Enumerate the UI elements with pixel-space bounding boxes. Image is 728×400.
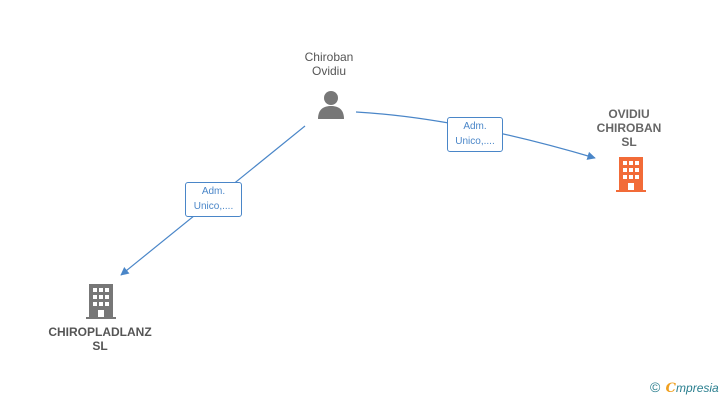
other-company-name-line2: SL (92, 339, 108, 353)
copyright-symbol: © (650, 379, 661, 395)
person-name-line1: Chiroban (304, 50, 354, 64)
person-name[interactable]: Chiroban Ovidiu (279, 50, 379, 78)
edge-label-other-line1: Adm. (201, 186, 226, 197)
building-icon-other[interactable] (85, 283, 117, 319)
logo-text: mpresia (676, 381, 719, 395)
logo-initial: C (665, 381, 677, 396)
main-company-name-line1: OVIDIU (608, 107, 650, 121)
edge-label-main-line2: Unico,.... (455, 136, 495, 147)
edge-label-other-company[interactable]: Adm. Unico,.... (185, 182, 242, 217)
main-company-name[interactable]: OVIDIU CHIROBAN SL (579, 107, 679, 149)
building-icon-main[interactable] (615, 156, 647, 192)
main-company-name-line2: CHIROBAN (596, 121, 662, 135)
person-icon[interactable] (316, 90, 346, 120)
empresia-logo: © Cmpresia (650, 380, 719, 396)
other-company-name[interactable]: CHIROPLADLANZ SL (40, 325, 160, 353)
main-company-name-line3: SL (621, 135, 637, 149)
edge-label-main-line1: Adm. (463, 121, 487, 132)
edge-label-other-line2: Unico,.... (193, 201, 234, 212)
other-company-name-line1: CHIROPLADLANZ (48, 325, 152, 339)
edge-label-main-company[interactable]: Adm. Unico,.... (447, 117, 503, 152)
person-name-line2: Ovidiu (311, 64, 346, 78)
